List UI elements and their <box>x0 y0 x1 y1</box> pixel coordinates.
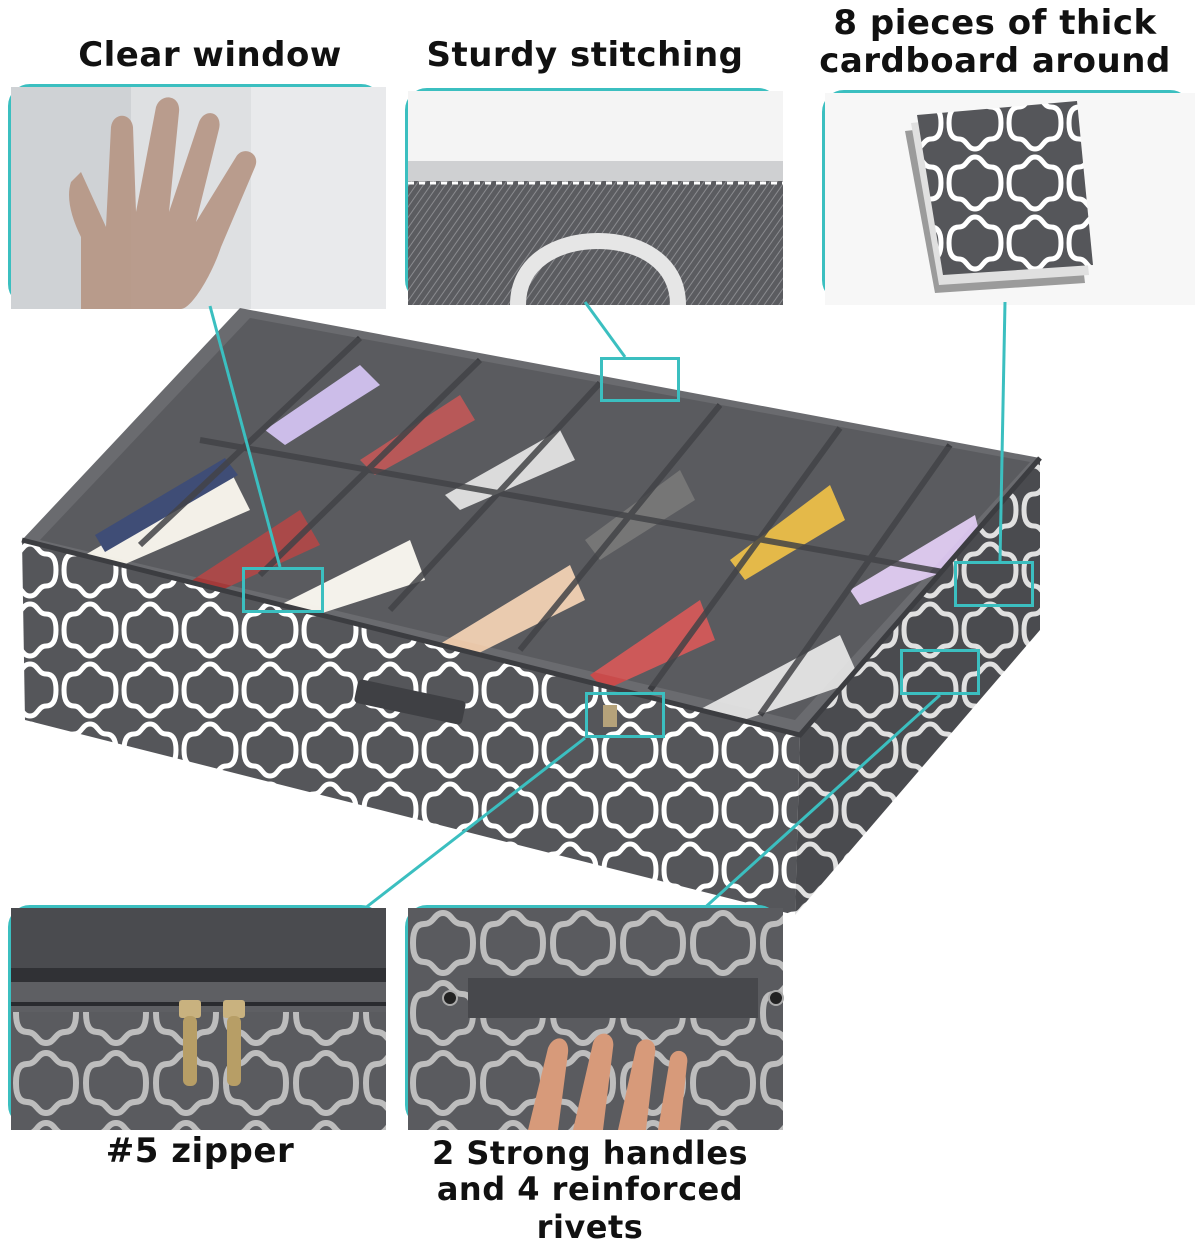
handles-label-line2: and 4 reinforced rivets <box>436 1170 744 1246</box>
cardboard-label-line1: 8 pieces of thick <box>833 3 1157 43</box>
sturdy-stitching-callout <box>405 88 783 306</box>
cardboard-label-line2: cardboard around <box>819 41 1171 81</box>
highlight-zipper <box>585 692 665 738</box>
clear-window-label: Clear window <box>78 35 342 75</box>
highlight-handle <box>900 649 980 695</box>
zipper-label: #5 zipper <box>105 1131 295 1171</box>
handles-label-line1: 2 Strong handles <box>431 1134 749 1172</box>
highlight-cardboard <box>954 561 1034 607</box>
hand-shape <box>69 97 257 309</box>
cardboard-callout <box>822 90 1195 305</box>
highlight-window <box>242 567 324 613</box>
zipper-pulls <box>179 1000 245 1086</box>
handles-callout <box>405 905 784 1130</box>
highlight-stitching <box>600 357 680 402</box>
sturdy-stitching-label: Sturdy stitching <box>426 35 744 75</box>
zipper-callout <box>8 905 386 1130</box>
clear-window-callout <box>8 84 386 309</box>
fingers <box>528 1033 688 1130</box>
